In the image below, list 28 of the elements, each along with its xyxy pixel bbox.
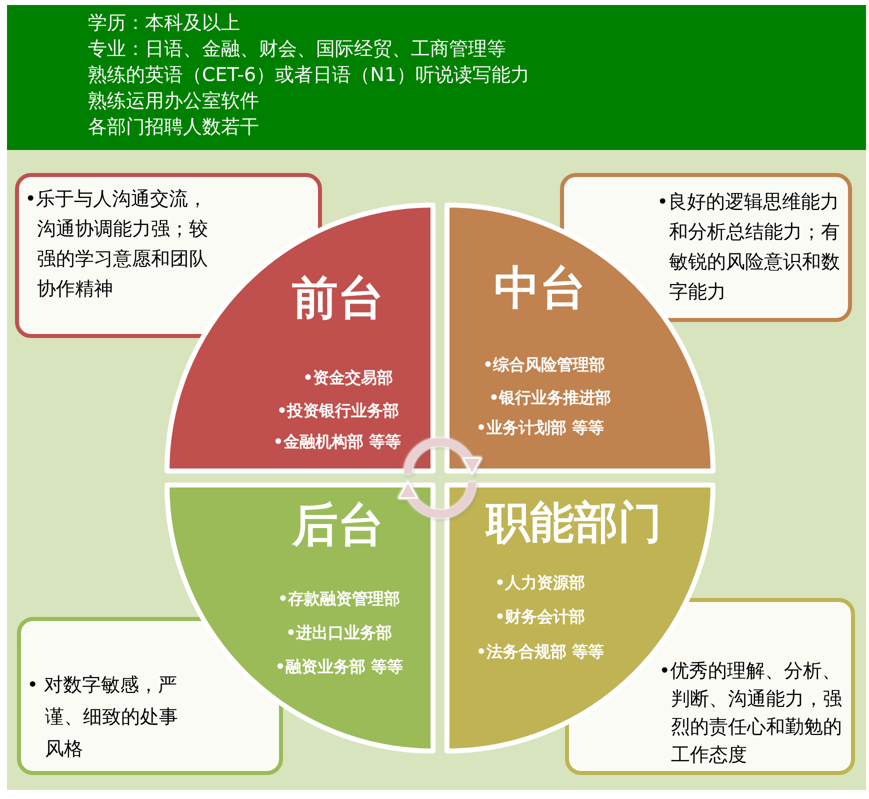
department-item: •投资银行业务部 [276, 402, 400, 420]
callout-text: •优秀的理解、分析、判断、沟通能力，强烈的责任心和勤勉的工作态度 [659, 659, 843, 768]
department-item: •金融机构部 等等 [273, 432, 401, 452]
header-band [7, 5, 866, 150]
department-item: •财务会计部 [494, 608, 586, 626]
callout-text: • 对数字敏感，严谨、细致的处事风格 [27, 673, 179, 762]
callout-text: •乐于与人沟通交流，沟通协调能力强；较强的学习意愿和团队协作精神 [25, 187, 209, 302]
department-item: •进出口业务部 [286, 624, 392, 642]
requirement-text: 学历：本科及以上 [88, 11, 240, 36]
department-item: •融资业务部 等等 [275, 658, 403, 676]
curved-arrow [404, 438, 481, 475]
requirement-text: 专业：日语、金融、财会、国际经贸、工商管理等 [88, 37, 506, 62]
department-item: •银行业务推进部 [488, 388, 612, 408]
requirement-text: 熟练运用办公室软件 [88, 89, 259, 114]
requirement-text: 熟练的英语（CET-6）或者日语（N1）听说读写能力 [88, 63, 530, 88]
callout-text: •良好的逻辑思维能力和分析总结能力；有敏锐的风险意识和数字能力 [657, 190, 841, 305]
department-item: •法务合规部 等等 [476, 642, 604, 662]
department-item: •存款融资管理部 [278, 590, 400, 608]
quadrant-title: 前台 [292, 272, 384, 324]
quadrant-title: 职能部门 [486, 498, 662, 550]
curved-arrow [399, 481, 476, 518]
quadrant-title: 中台 [494, 262, 586, 314]
requirement-text: 各部门招聘人数若干 [88, 115, 259, 140]
quadrant-title: 后台 [292, 498, 384, 552]
department-item: •业务计划部 等等 [476, 418, 604, 438]
department-item: •资金交易部 [302, 368, 394, 388]
department-item: •人力资源部 [494, 574, 586, 592]
department-item: •综合风险管理部 [482, 356, 606, 374]
